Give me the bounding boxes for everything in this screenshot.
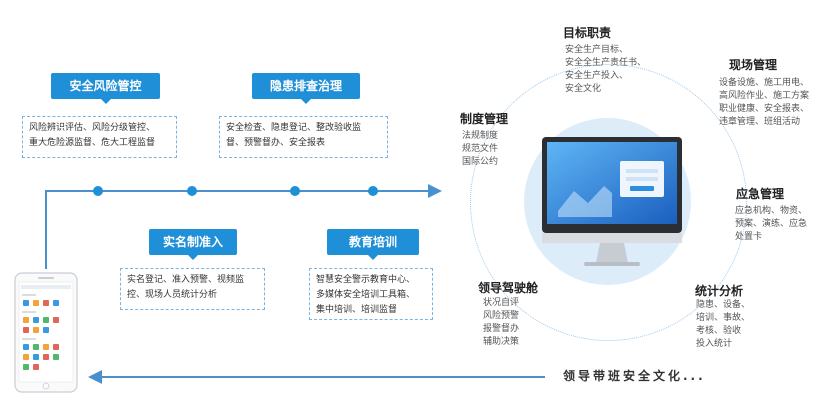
flow-line-vertical <box>45 191 47 269</box>
module-box-training: 智慧安全警示教育中心、 多媒体安全培训工具箱、 集中培训、培训监督 <box>309 268 433 320</box>
module-site-title: 现场管理 <box>729 58 778 72</box>
module-title-hazard: 隐患排查治理 <box>252 73 360 104</box>
return-line <box>100 376 545 378</box>
flow-dot <box>187 186 197 196</box>
module-title-risk-control: 安全风险管控 <box>51 73 160 104</box>
return-arrow-left <box>88 370 102 384</box>
monitor-illustration <box>538 131 688 271</box>
module-box-hazard: 安全检查、隐患登记、整改验收监 督、预警督办、安全报表 <box>219 116 388 158</box>
flow-arrow-right <box>428 184 442 198</box>
module-box-real-name: 实名登记、准入预警、视频监 控、现场人员统计分析 <box>120 268 265 310</box>
module-cockpit-title: 领导驾驶舱 <box>478 281 539 295</box>
bottom-caption: 领导带班安全文化... <box>563 369 706 383</box>
module-statistics-list: 隐患、设备、 培训、事故、 考核、验收 投入统计 <box>696 300 751 349</box>
module-site-list: 设备设施、施工用电、 高风险作业、施工方案 职业健康、安全报表、 违章管理、班组… <box>719 78 810 127</box>
module-title-real-name: 实名制准入 <box>149 229 237 260</box>
module-statistics-title: 统计分析 <box>695 284 744 298</box>
module-target-title: 目标职责 <box>563 26 612 40</box>
module-box-risk-control: 风险辨识评估、风险分级管控、 重大危险源监督、危大工程监督 <box>22 116 177 158</box>
module-cockpit-list: 状况自评 风险预警 报警督办 辅助决策 <box>483 298 520 347</box>
flow-dot <box>368 186 378 196</box>
flow-dot <box>93 186 103 196</box>
module-emergency-title: 应急管理 <box>736 187 785 201</box>
flow-dot <box>290 186 300 196</box>
flow-line-main <box>45 190 430 192</box>
module-institution-title: 制度管理 <box>460 112 509 126</box>
module-target-list: 安全生产目标、 安全全生产责任书、 安全生产投入、 安全文化 <box>565 45 647 94</box>
module-title-training: 教育培训 <box>327 229 419 260</box>
phone-illustration <box>14 272 78 393</box>
outer-dotted-ring <box>470 64 747 341</box>
module-emergency-list: 应急机构、物资、 预案、演练、应急 处置卡 <box>735 206 808 242</box>
module-institution-list: 法规制度 规范文件 国际公约 <box>462 131 499 167</box>
